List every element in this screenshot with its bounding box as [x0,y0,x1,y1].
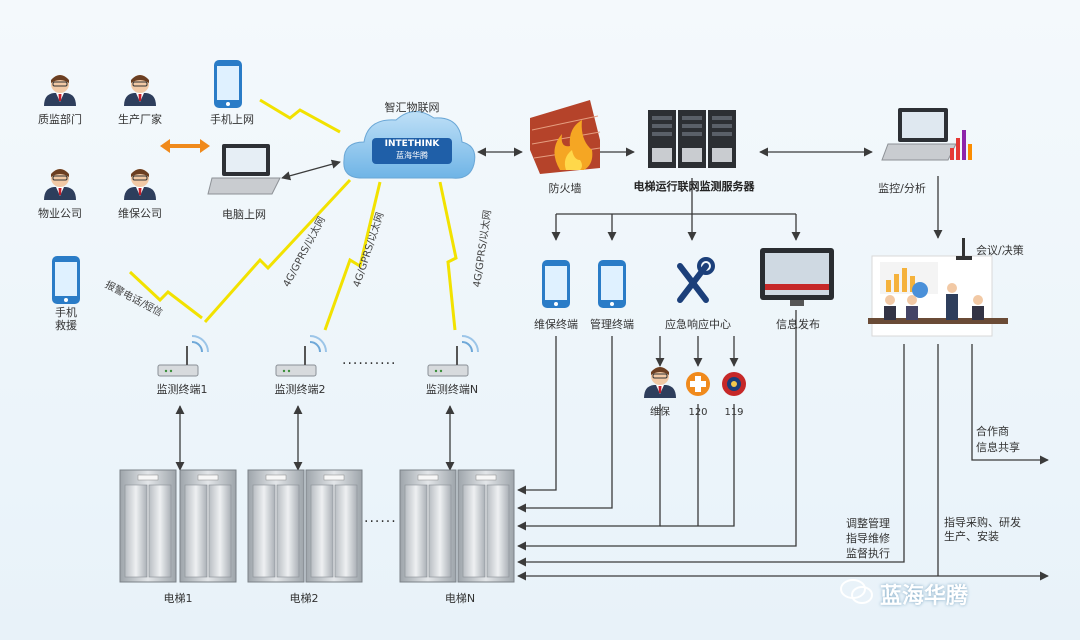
person-icon-maintenance [123,168,157,201]
lightning-link-rescue [128,270,203,320]
monitor-dots: .......... [342,352,397,368]
manage-terminal-icon [598,260,626,308]
lightning-link-mobile [259,98,341,134]
maintainer-person-icon [643,366,677,399]
label-partner: 合作商 信息共享 [976,425,1020,454]
label-property: 物业公司 [38,207,82,220]
label-pc-web: 电脑上网 [222,208,266,221]
lightning-link-monitor2 [323,181,382,331]
label-elevator-1: 电梯1 [163,592,193,605]
router-icon-2 [275,335,327,377]
cloud-badge-top: INTETHINK [384,139,440,149]
label-responder-119: 119 [724,407,744,418]
lightning-link-monitorN [438,181,458,331]
cloud-badge-bottom: 蓝海华腾 [396,151,428,160]
elevator-2b [305,469,363,583]
person-icon-factory [123,74,157,107]
meeting-icon [868,238,1008,337]
elevator-1b [179,469,237,583]
label-mobile-web: 手机上网 [210,113,254,126]
label-responder-120: 120 [688,407,708,418]
label-adjust: 调整管理 指导维修 监督执行 [846,517,890,560]
firewall-icon [530,100,601,174]
label-guide: 指导采购、研发 生产、安装 [944,516,1021,543]
label-responder-maint: 维保 [650,407,670,418]
label-emergency: 应急响应中心 [665,318,731,331]
cloud-title: 智汇物联网 [384,101,440,114]
lightning-link-monitor1 [203,178,352,323]
label-monitor-terminal-2: 监测终端2 [274,383,326,396]
feedback-lines [517,310,1049,581]
label-maint-terminal: 维保终端 [534,318,578,331]
info-display-icon [760,248,834,306]
emergency-lines [655,336,739,367]
wechat-icon [840,579,873,604]
label-monitor-terminal-1: 监测终端1 [156,383,208,396]
label-factory: 生产厂家 [118,113,162,126]
person-icon-property [43,168,77,201]
tools-icon [677,257,715,303]
elevator-Na [399,469,457,583]
label-elevator-2: 电梯2 [289,592,319,605]
label-manage-terminal: 管理终端 [590,318,634,331]
elevator-Nb [457,469,515,583]
analysis-laptop-icon [881,108,972,161]
cloud-icon [343,111,476,179]
label-monitor: 监控/分析 [878,182,926,195]
phone-icon-rescue [52,256,80,304]
label-monitor-terminal-N: 监测终端N [425,383,479,396]
label-zhijian: 质监部门 [38,113,82,126]
ambulance-cross-icon [686,372,710,396]
label-meeting: 会议/决策 [976,244,1024,257]
server-distribution-lines [551,178,801,241]
maint-terminal-icon [542,260,570,308]
elevator-1a [119,469,177,583]
fire-badge-icon [722,372,746,396]
label-maintenance: 维保公司 [118,207,162,220]
laptop-icon-pc [207,144,281,195]
elevator-2a [247,469,305,583]
label-info: 信息发布 [776,318,820,331]
router-icon-1 [157,335,209,377]
watermark: 蓝海华腾 [880,584,969,609]
label-firewall: 防火墙 [548,182,582,195]
person-icon-zhijian [43,74,77,107]
label-elevator-N: 电梯N [444,592,476,605]
server-icon [648,110,736,168]
router-icon-N [427,335,479,377]
elevator-dots: ...... [364,510,397,526]
arrow-pc-cloud [281,159,341,181]
label-server: 电梯运行联网监测服务器 [633,180,755,193]
label-mobile-rescue: 手机 救援 [55,306,77,332]
phone-icon-web [214,60,242,108]
